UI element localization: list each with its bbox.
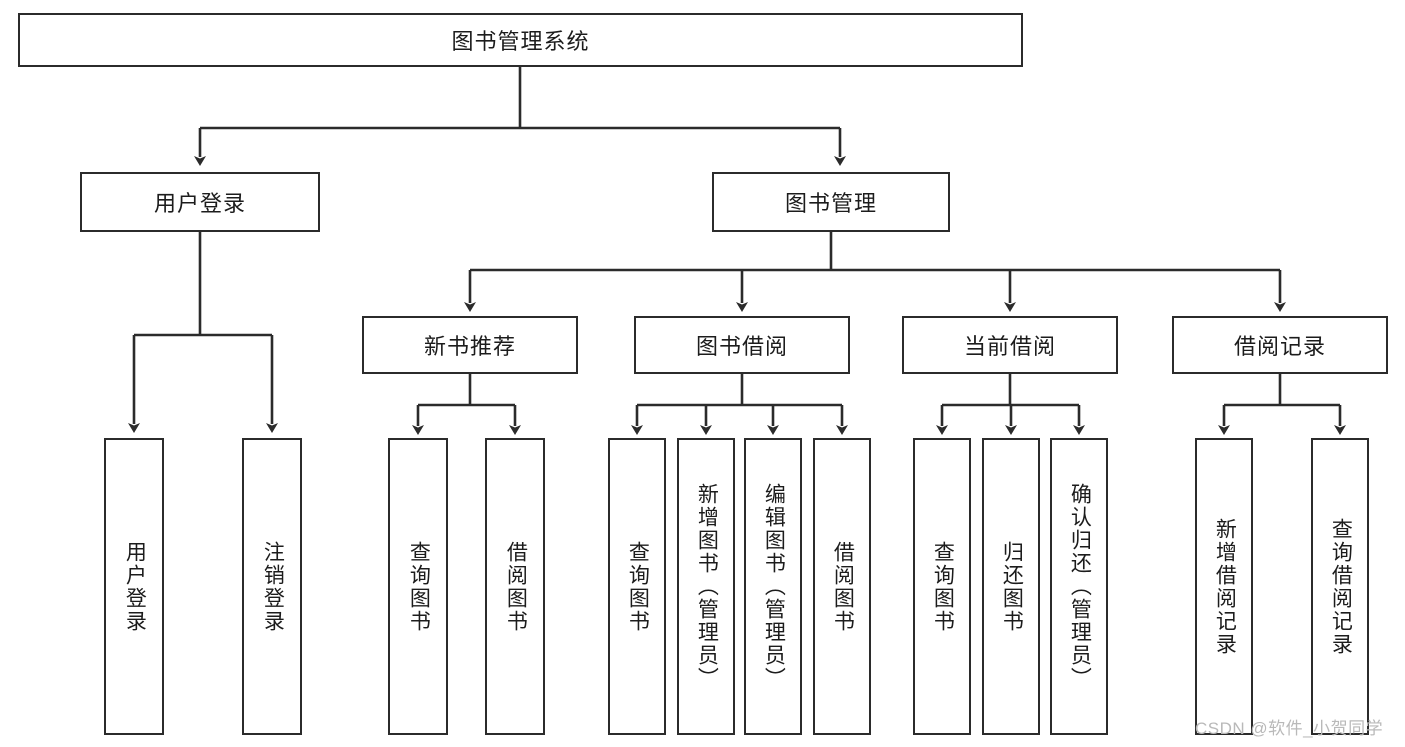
- user-login-to-leaves-connectors: [128, 232, 278, 433]
- node-leaf-query-record-label: 查询借阅记录: [1329, 517, 1353, 656]
- node-borrow-record[interactable]: 借阅记录: [1172, 316, 1388, 374]
- node-leaf-add-book-label: 新增图书（管理员）: [695, 483, 719, 690]
- node-book-borrow[interactable]: 图书借阅: [634, 316, 850, 374]
- node-leaf-confirm-return[interactable]: 确认归还（管理员）: [1050, 438, 1108, 735]
- node-leaf-query-book-bor-label: 查询图书: [626, 540, 650, 633]
- node-leaf-query-book-cur[interactable]: 查询图书: [913, 438, 971, 735]
- new-book-to-leaves-connectors: [412, 374, 521, 435]
- node-leaf-add-record[interactable]: 新增借阅记录: [1195, 438, 1253, 735]
- node-leaf-borrow-book-bor-label: 借阅图书: [831, 540, 855, 633]
- node-leaf-query-book-bor[interactable]: 查询图书: [608, 438, 666, 735]
- node-leaf-borrow-book-rec-label: 借阅图书: [504, 540, 528, 633]
- node-root-label: 图书管理系统: [451, 29, 590, 54]
- node-leaf-confirm-return-label: 确认归还（管理员）: [1068, 483, 1092, 690]
- node-leaf-edit-book-label: 编辑图书（管理员）: [762, 483, 786, 690]
- node-leaf-query-book-rec-label: 查询图书: [407, 540, 431, 633]
- node-current-borrow-label: 当前借阅: [963, 334, 1056, 359]
- node-leaf-query-book-rec[interactable]: 查询图书: [388, 438, 448, 735]
- node-leaf-user-login-label: 用户登录: [123, 540, 147, 633]
- node-leaf-borrow-book-bor[interactable]: 借阅图书: [813, 438, 871, 735]
- node-new-book-recommend-label: 新书推荐: [423, 334, 516, 359]
- node-leaf-user-login[interactable]: 用户登录: [104, 438, 164, 735]
- borrow-record-to-leaves-connectors: [1218, 374, 1346, 435]
- node-book-manage-label: 图书管理: [784, 191, 877, 216]
- node-leaf-query-book-cur-label: 查询图书: [931, 540, 955, 633]
- node-leaf-logout[interactable]: 注销登录: [242, 438, 302, 735]
- current-borrow-to-leaves-connectors: [936, 374, 1085, 435]
- book-manage-to-level3-connectors: [464, 232, 1286, 312]
- node-leaf-add-book[interactable]: 新增图书（管理员）: [677, 438, 735, 735]
- node-new-book-recommend[interactable]: 新书推荐: [362, 316, 578, 374]
- node-leaf-add-record-label: 新增借阅记录: [1213, 517, 1237, 656]
- node-leaf-borrow-book-rec[interactable]: 借阅图书: [485, 438, 545, 735]
- node-root[interactable]: 图书管理系统: [18, 13, 1023, 67]
- node-leaf-query-record[interactable]: 查询借阅记录: [1311, 438, 1369, 735]
- node-book-manage[interactable]: 图书管理: [712, 172, 950, 232]
- book-borrow-to-leaves-connectors: [631, 374, 848, 435]
- node-leaf-return-book[interactable]: 归还图书: [982, 438, 1040, 735]
- node-leaf-edit-book[interactable]: 编辑图书（管理员）: [744, 438, 802, 735]
- node-book-borrow-label: 图书借阅: [695, 334, 788, 359]
- node-leaf-logout-label: 注销登录: [261, 540, 285, 633]
- node-current-borrow[interactable]: 当前借阅: [902, 316, 1118, 374]
- node-user-login-label: 用户登录: [153, 191, 246, 216]
- root-to-level2-connectors: [194, 67, 846, 166]
- node-borrow-record-label: 借阅记录: [1233, 334, 1326, 359]
- csdn-watermark: CSDN @软件_小贺同学: [1195, 719, 1384, 738]
- node-user-login[interactable]: 用户登录: [80, 172, 320, 232]
- node-leaf-return-book-label: 归还图书: [1000, 540, 1024, 633]
